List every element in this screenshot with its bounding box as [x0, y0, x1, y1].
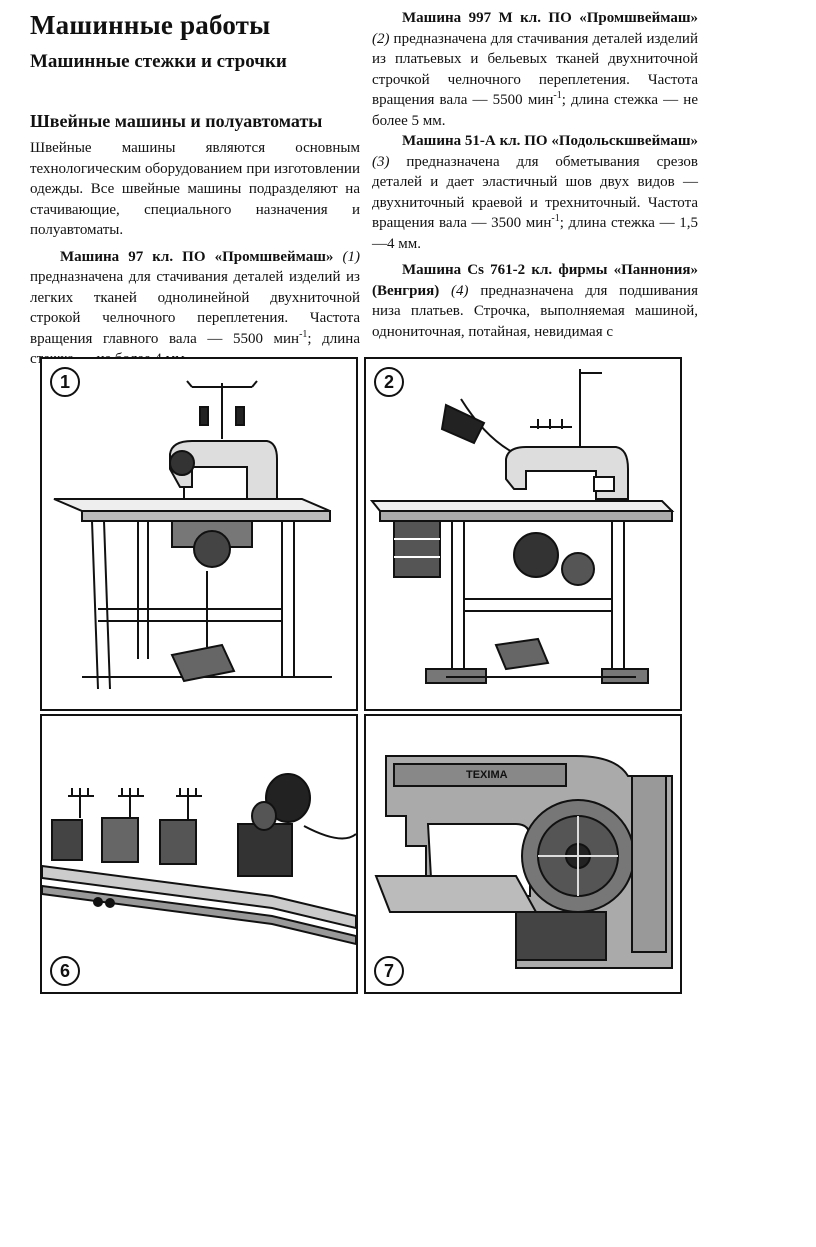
machine-997-sup: -1 — [553, 90, 562, 101]
machine-997-name: Машина 997 М кл. ПО «Промшвеймаш» — [402, 10, 698, 26]
machine-997-paragraph: Машина 997 М кл. ПО «Промшвеймаш» (2) пр… — [372, 8, 698, 131]
figure-6: 6 — [40, 714, 358, 994]
machine-cs761-text: предназначена для подшивания низа платье… — [372, 282, 698, 340]
figure-2-number: 2 — [374, 367, 404, 397]
right-column: Машина 997 М кл. ПО «Промшвеймаш» (2) пр… — [372, 8, 698, 342]
figure-6-number: 6 — [50, 956, 80, 986]
machine-51a-text: предназначена для обметывания срезов дет… — [372, 153, 698, 232]
sewing-machine-97-illustration — [53, 380, 332, 690]
sewing-machine-997m-illustration — [369, 369, 675, 684]
machine-cs761-ref: (4) — [451, 282, 469, 299]
machine-51a-sup: -1 — [551, 213, 560, 224]
figure-1: 1 — [40, 357, 358, 711]
brand-label: TEXIMA — [466, 769, 508, 781]
machine-51a-paragraph: Машина 51-А кл. ПО «Подольскшвеймаш» (3)… — [372, 131, 698, 254]
machine-97-sup: -1 — [299, 328, 308, 340]
left-column: Машинные работы Машинные стежки и строчк… — [30, 8, 360, 370]
machine-51a-ref: (3) — [372, 153, 390, 170]
page-subtitle: Машинные стежки и строчки — [30, 51, 287, 72]
machine-cs761-paragraph: Машина Cs 761-2 кл. фирмы «Паннония» (Ве… — [372, 260, 698, 342]
figure-2: 2 — [364, 357, 682, 711]
machine-997-tail: ; длина стежка — не более 5 мм. — [372, 92, 698, 129]
machine-97-name: Машина 97 кл. ПО «Промшвеймаш» — [60, 248, 334, 265]
figure-7: TEXIMA 7 — [364, 714, 682, 994]
figure-7-number: 7 — [374, 956, 404, 986]
multi-head-machine-illustration — [42, 773, 356, 946]
machine-97-paragraph: Машина 97 кл. ПО «Промшвеймаш» (1) предн… — [30, 247, 360, 370]
machine-997-ref: (2) — [372, 30, 390, 47]
machine-51a-tail: ; длина стежка — 1,5—4 мм. — [372, 215, 698, 252]
figure-1-number: 1 — [50, 367, 80, 397]
intro-paragraph: Швейные машины являются основным техноло… — [30, 140, 360, 238]
machine-97-text: предназначена для стачивания деталей изд… — [30, 269, 360, 347]
texima-machine-illustration: TEXIMA — [374, 755, 673, 969]
section-title: Швейные машины и полуавтоматы — [30, 111, 323, 131]
machine-97-ref: (1) — [342, 248, 361, 265]
page-title: Машинные работы — [30, 10, 271, 40]
machine-51a-name: Машина 51-А кл. ПО «Подольскшвеймаш» — [402, 133, 698, 149]
machine-cs761-name: Машина Cs 761-2 кл. фирмы «Паннония» (Ве… — [372, 262, 698, 299]
machine-997-text: предназначена для стачивания деталей изд… — [372, 30, 698, 109]
